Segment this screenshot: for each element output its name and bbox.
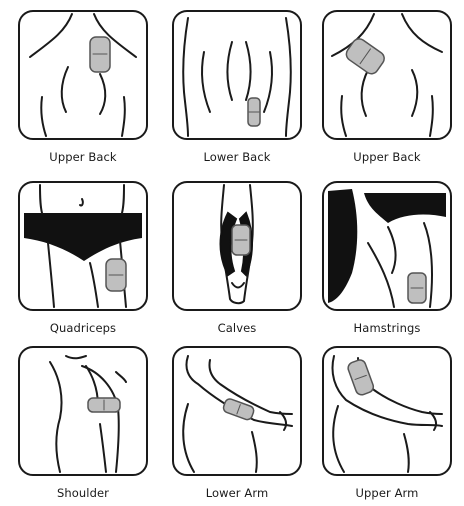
tile-label: Hamstrings xyxy=(312,321,462,335)
shoulder-pad-icon xyxy=(18,346,148,476)
upper-arm-pad-icon xyxy=(322,346,452,476)
tile-label: Upper Arm xyxy=(312,486,462,500)
quadriceps-pad-icon xyxy=(18,181,148,311)
tile-label: Calves xyxy=(162,321,312,335)
tile-label: Shoulder xyxy=(8,486,158,500)
tile-label: Upper Back xyxy=(312,150,462,164)
upper-back-pad-icon xyxy=(18,10,148,140)
tile-label: Upper Back xyxy=(8,150,158,164)
hamstrings-pad-icon xyxy=(322,181,452,311)
tile-label: Lower Back xyxy=(162,150,312,164)
upper-back-shoulder-pad-icon xyxy=(322,10,452,140)
tile-label: Lower Arm xyxy=(162,486,312,500)
tile-label: Quadriceps xyxy=(8,321,158,335)
lower-back-pad-icon xyxy=(172,10,302,140)
calves-pad-icon xyxy=(172,181,302,311)
lower-arm-pad-icon xyxy=(172,346,302,476)
